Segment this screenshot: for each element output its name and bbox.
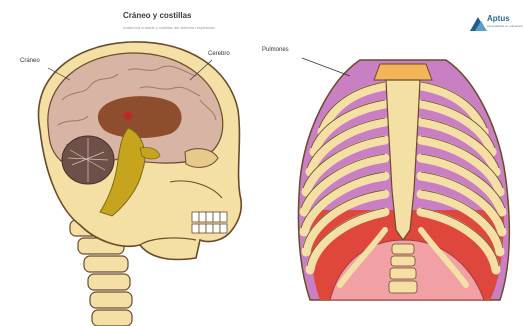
brain-inner-dot bbox=[124, 112, 132, 120]
clavicle-top bbox=[374, 64, 432, 80]
label-skull: Cráneo bbox=[20, 58, 40, 64]
ribcage-illustration bbox=[298, 58, 509, 300]
spine-vertebrae bbox=[389, 244, 417, 293]
skull-illustration bbox=[38, 42, 241, 326]
label-brain: Cerebro bbox=[208, 51, 230, 57]
brain-inner bbox=[98, 96, 182, 138]
label-lungs: Pulmones bbox=[262, 47, 289, 53]
lungs-leader-line bbox=[302, 58, 350, 76]
